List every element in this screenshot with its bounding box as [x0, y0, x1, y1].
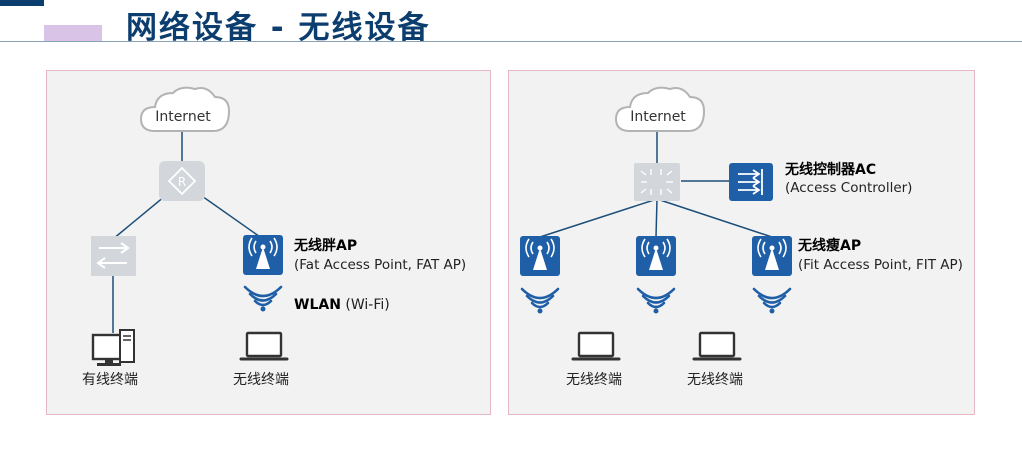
internet-label: Internet — [155, 109, 211, 125]
wifi-signal-2-icon — [636, 287, 676, 314]
internet-cloud-icon — [139, 86, 231, 132]
fit-ap-name: 无线瘦AP — [798, 238, 862, 254]
wlan-name: WLAN — [294, 297, 341, 313]
fat-ap-name: 无线胖AP — [294, 238, 358, 254]
svg-text:R: R — [178, 175, 186, 189]
fat-ap-icon — [243, 235, 283, 275]
router-icon: R — [159, 161, 205, 201]
title-accent-block — [44, 25, 102, 41]
fat-ap-panel: R — [46, 70, 491, 415]
wireless-terminal-label: 无线终端 — [233, 372, 289, 388]
link-switch-ap2 — [655, 198, 658, 238]
fit-ap-diagram — [520, 86, 792, 361]
wlan-label: WLAN (Wi-Fi) — [294, 296, 390, 314]
ac-description: (Access Controller) — [785, 180, 913, 196]
fit-ap-description: (Fit Access Point, FIT AP) — [798, 257, 963, 273]
internet-cloud-icon — [614, 86, 706, 132]
fat-ap-description: (Fat Access Point, FAT AP) — [294, 257, 467, 273]
wifi-signal-1-icon — [520, 287, 560, 314]
wlan-description: (Wi-Fi) — [345, 297, 390, 313]
aggregation-switch-icon — [634, 163, 680, 201]
title-divider — [0, 41, 1022, 42]
fit-ap-3-icon — [752, 236, 792, 276]
laptop-2-icon — [692, 331, 742, 361]
switch-icon — [91, 236, 136, 276]
fit-ap-2-icon — [636, 236, 676, 276]
wired-terminal-label: 有线终端 — [82, 372, 138, 388]
fit-ap-1-icon — [520, 236, 560, 276]
link-switch-ap1 — [539, 198, 658, 238]
wifi-signal-3-icon — [752, 287, 792, 314]
desktop-pc-icon — [91, 329, 135, 366]
laptop-icon — [239, 331, 289, 361]
title-accent-bar — [0, 0, 44, 6]
access-controller-icon — [729, 163, 773, 201]
fat-ap-diagram: R — [91, 86, 289, 366]
wireless-terminal-2-label: 无线终端 — [687, 372, 743, 388]
ac-name: 无线控制器AC — [785, 162, 877, 178]
slide-title: 网络设备 - 无线设备 — [126, 10, 431, 46]
internet-label: Internet — [630, 109, 686, 125]
wifi-signal-icon — [243, 285, 283, 312]
laptop-1-icon — [571, 331, 621, 361]
fit-ap-panel: Internet 无线控制器AC (Access Controller) 无线瘦… — [508, 70, 975, 415]
link-switch-ap3 — [656, 198, 773, 238]
wireless-terminal-1-label: 无线终端 — [566, 372, 622, 388]
